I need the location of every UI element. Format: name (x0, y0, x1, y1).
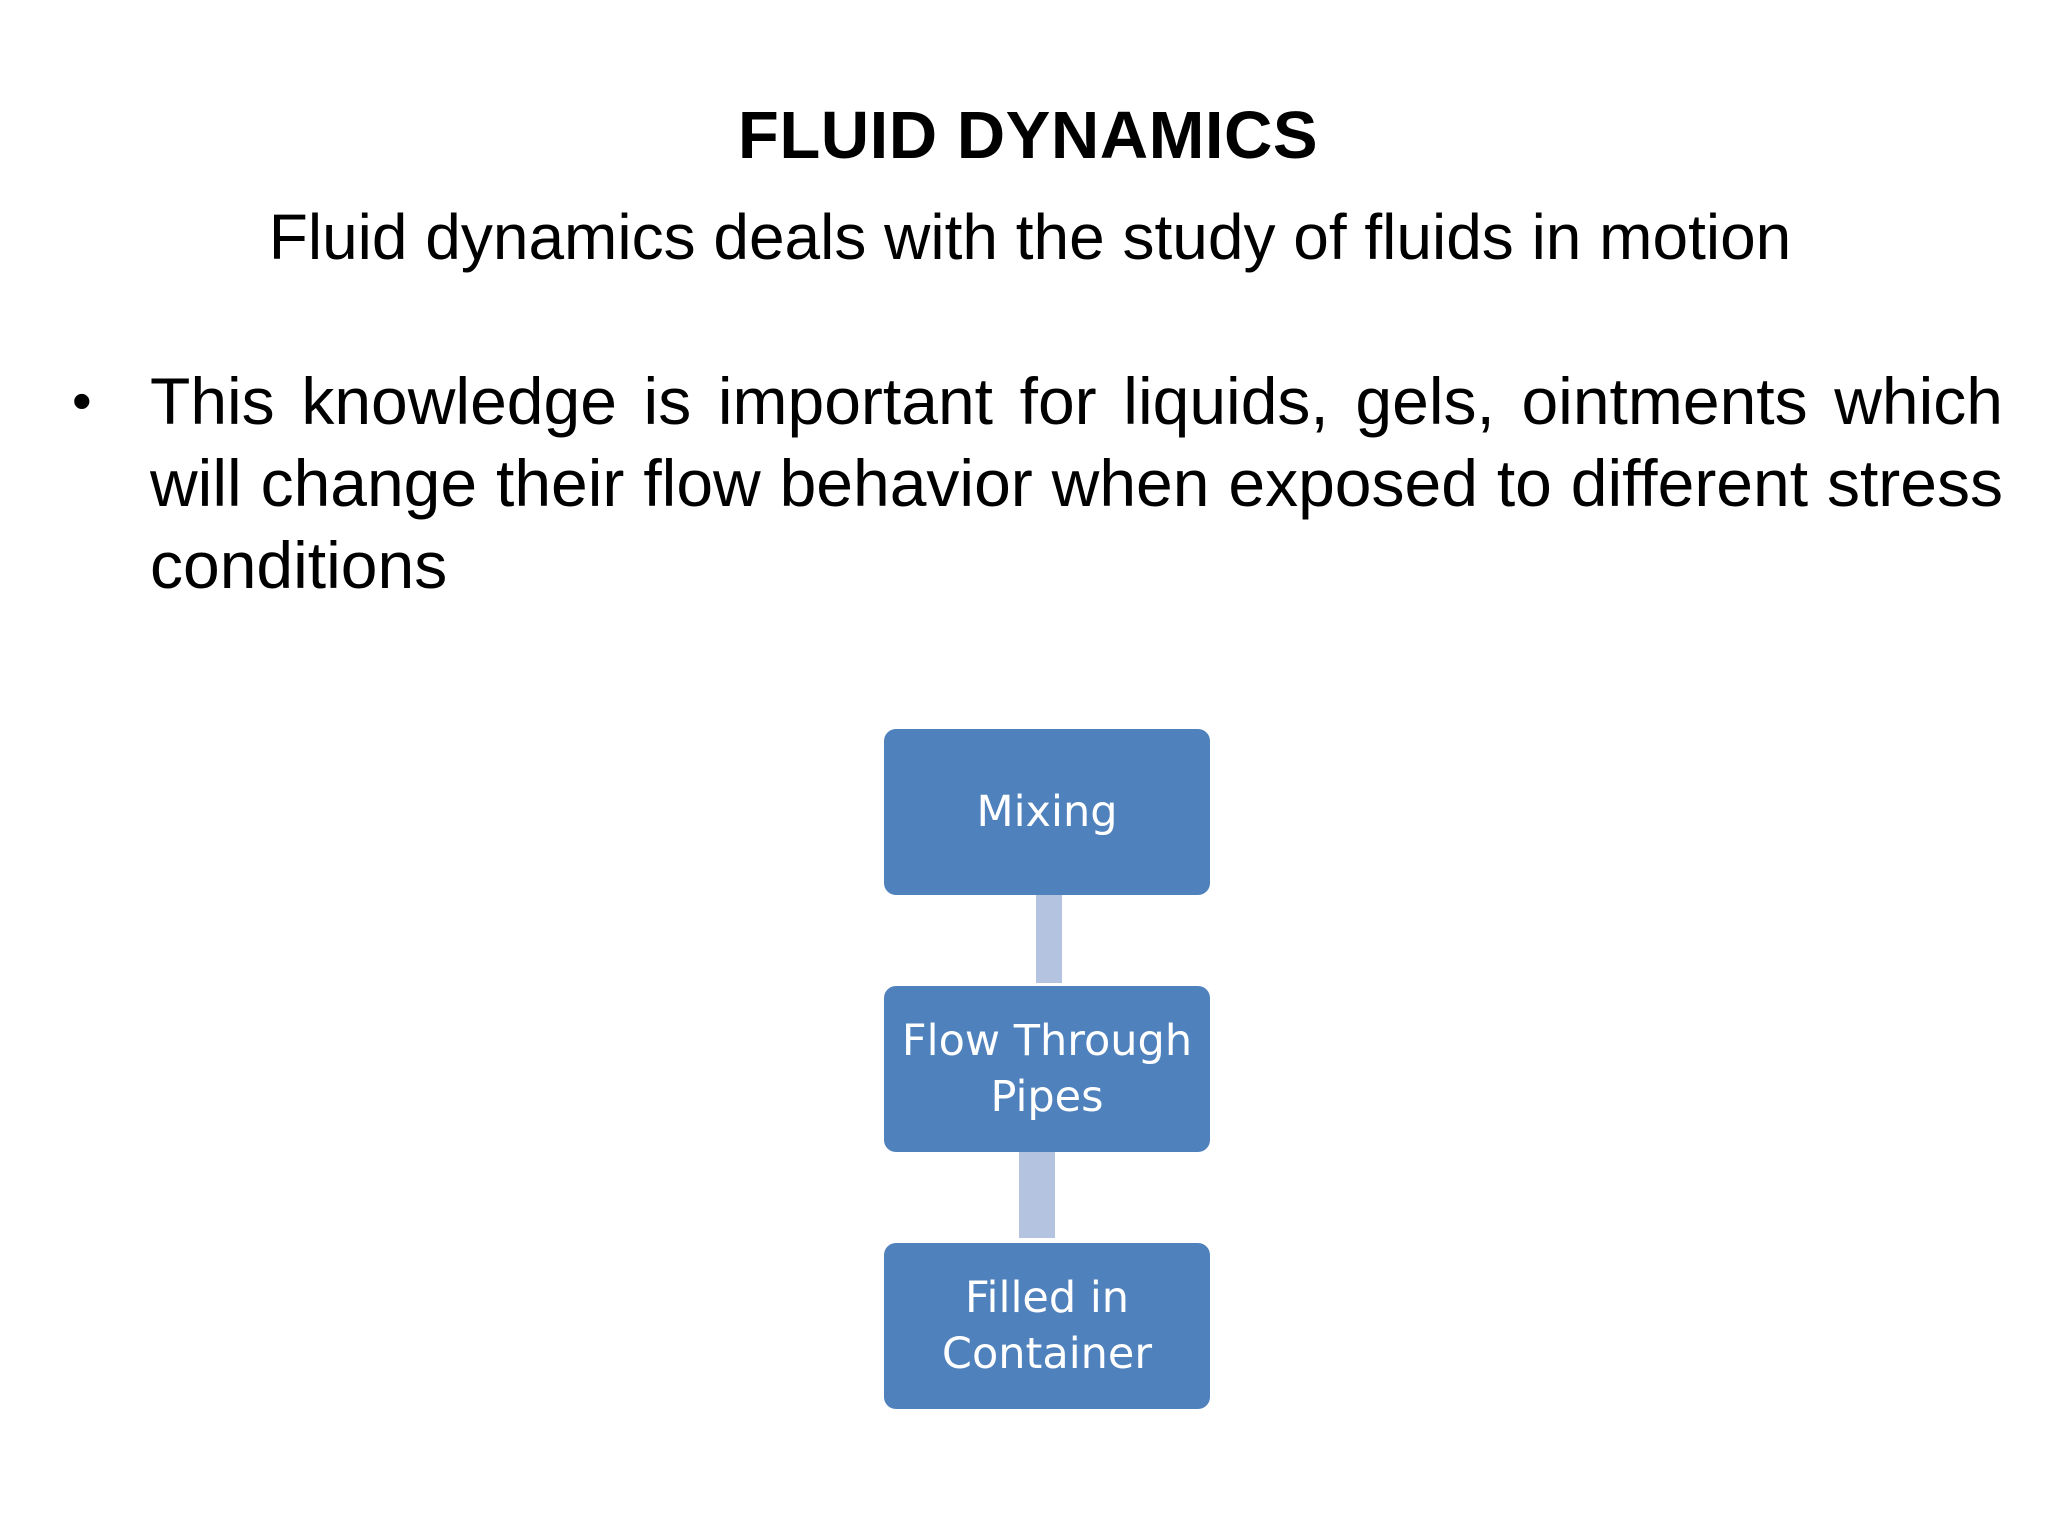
connector-mixing-to-pipes (1036, 883, 1062, 983)
slide-subtitle: Fluid dynamics deals with the study of f… (268, 201, 1792, 273)
bullet-text: This knowledge is important for liquids,… (150, 364, 2003, 602)
flow-box-filled-in-container: Filled in Container (884, 1243, 1210, 1409)
flow-box-label: Filled in Container (941, 1273, 1153, 1379)
flow-box-label: Flow Through Pipes (901, 1016, 1193, 1122)
connector-pipes-to-container (1019, 1138, 1055, 1238)
flow-box-mixing: Mixing (884, 729, 1210, 895)
slide-title: FLUID DYNAMICS (737, 98, 1319, 173)
flow-box-label: Mixing (976, 787, 1118, 837)
flow-box-flow-through-pipes: Flow Through Pipes (884, 986, 1210, 1152)
bullet-marker: • (72, 369, 92, 432)
